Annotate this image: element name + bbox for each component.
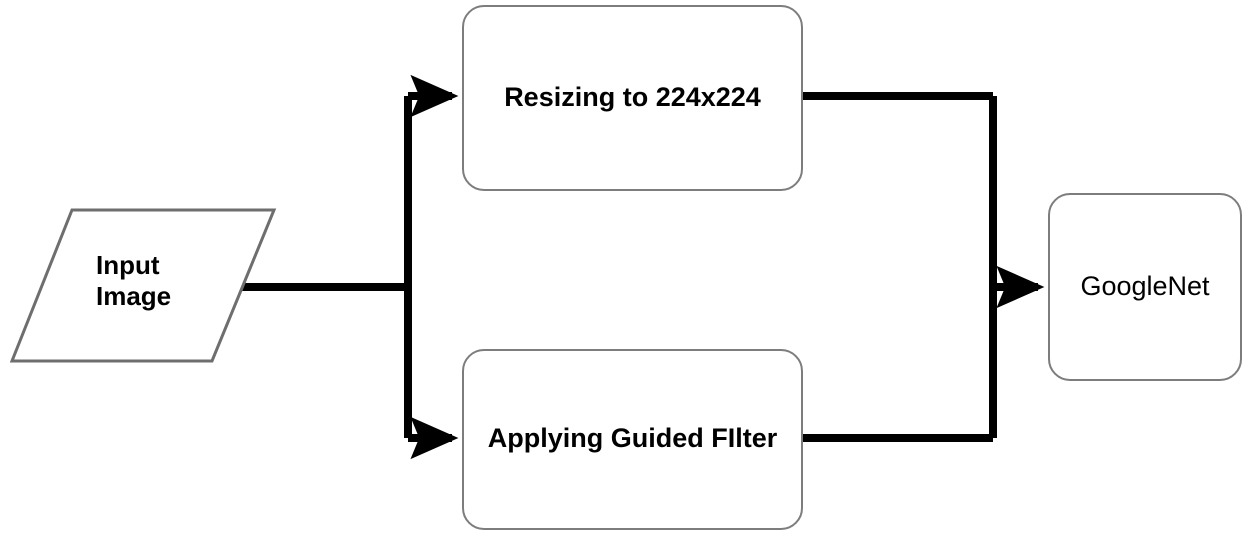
node-googlenet[interactable]: GoogleNet xyxy=(1048,193,1242,381)
parallelogram-shape xyxy=(9,208,277,363)
node-resizing[interactable]: Resizing to 224x224 xyxy=(462,5,803,191)
node-resizing-label: Resizing to 224x224 xyxy=(504,82,761,113)
node-input-image-label: Input Image xyxy=(96,250,172,311)
node-guided-filter-label: Applying Guided FIlter xyxy=(487,423,778,453)
node-guided-filter[interactable]: Applying Guided FIlter xyxy=(462,349,803,530)
node-input-image[interactable] xyxy=(0,200,290,372)
node-googlenet-label: GoogleNet xyxy=(1080,271,1210,302)
